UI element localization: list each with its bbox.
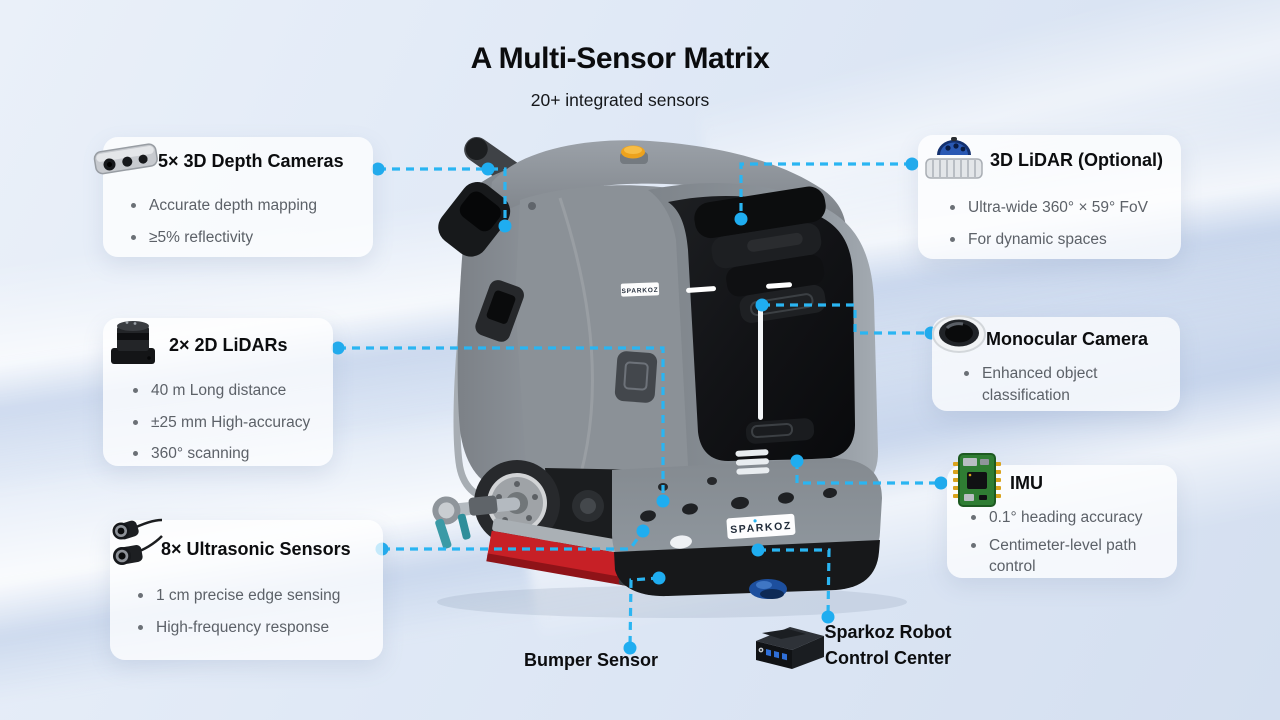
header: A Multi-Sensor Matrix 20+ integrated sen… [0,42,1240,111]
bullet: Accurate depth mapping [125,195,317,217]
monocular-camera-icon [930,312,988,363]
card-bullets: 0.1° heading accuracy Centimeter-level p… [965,501,1167,578]
svg-text:SPARKOZ: SPARKOZ [621,287,658,295]
lidar-3d-icon [923,129,985,190]
bullet: 1 cm precise edge sensing [132,585,340,607]
card-bullets: Ultra-wide 360° × 59° FoV For dynamic sp… [944,187,1148,250]
card-title: IMU [1010,473,1043,493]
control-center-label-line2: Control Center [825,648,951,668]
card-depth-cameras: 5× 3D Depth Cameras Accurate depth mappi… [93,137,373,257]
card-title: 8× Ultrasonic Sensors [161,539,351,559]
control-center-label-line1: Sparkoz Robot [824,622,952,642]
page-title: A Multi-Sensor Matrix [470,42,770,75]
control-center-label: Sparkoz Robot Control Center [822,619,954,671]
bullet: ≥5% reflectivity [125,227,317,249]
card-title: Monocular Camera [986,329,1149,349]
card-monocular-camera: Monocular Camera Enhanced object classif… [932,315,1180,411]
card-bullets: 1 cm precise edge sensing High-frequency… [132,575,340,638]
lidar-2d-icon [105,314,161,375]
card-title: 3D LiDAR (Optional) [990,150,1163,170]
card-title: 5× 3D Depth Cameras [158,151,344,171]
card-bullets: Enhanced object classification [958,359,1142,406]
card-3d-lidar: 3D LiDAR (Optional) Ultra-wide 360° × 59… [918,135,1181,259]
card-bullets: Accurate depth mapping ≥5% reflectivity [125,185,317,248]
card-2d-lidars: 2× 2D LiDARs 40 m Long distance ±25 mm H… [103,318,333,466]
depth-camera-icon [87,134,165,191]
bullet: For dynamic spaces [944,229,1148,251]
bullet: High-frequency response [132,617,340,639]
card-bullets: 40 m Long distance ±25 mm High-accuracy … [127,370,310,465]
bullet: Centimeter-level path control [965,535,1167,578]
bullet: 360° scanning [127,443,310,465]
card-title: 2× 2D LiDARs [169,335,288,355]
robot-side-badge: SPARKOZ [620,282,660,297]
bullet: 40 m Long distance [127,380,310,402]
bumper-sensor-label: Bumper Sensor [523,650,659,670]
control-center-image [756,627,824,669]
bullet: Ultra-wide 360° × 59° FoV [944,197,1148,219]
bullet: ±25 mm High-accuracy [127,412,310,434]
card-imu: IMU 0.1° heading accuracy Centimeter-lev… [947,453,1177,578]
card-ultrasonic-sensors: 8× Ultrasonic Sensors 1 cm precise edge … [110,518,383,660]
robot-body: SPARKOZ [432,136,882,599]
bullet: 0.1° heading accuracy [965,507,1167,529]
ultrasonic-icon [104,514,164,581]
bullet: Enhanced object classification [958,363,1142,406]
page-subtitle: 20+ integrated sensors [530,90,710,110]
